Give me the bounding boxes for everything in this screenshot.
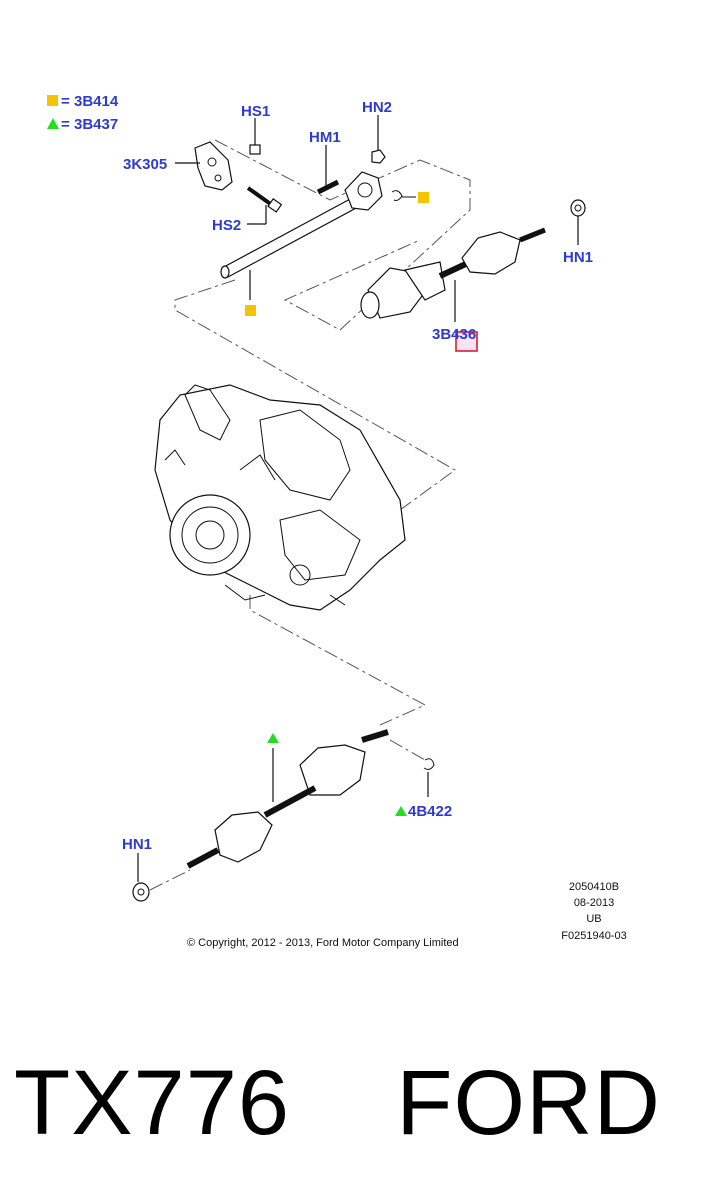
- legend-triangle-code: 3B437: [74, 116, 118, 133]
- nut-hn1-top: [570, 199, 586, 217]
- triangle-marker-4b422: [395, 806, 407, 816]
- copyright-notice: © Copyright, 2012 - 2013, Ford Motor Com…: [187, 937, 459, 949]
- callout-hn1-bottom: HN1: [122, 836, 152, 853]
- linkage-line-left: [174, 279, 456, 511]
- stud-hm1: [316, 179, 340, 195]
- lower-halfshaft: [186, 729, 389, 869]
- legend-equals-1: =: [61, 93, 70, 110]
- legend-equals-2: =: [61, 116, 70, 133]
- highlight-box: [455, 331, 478, 352]
- nut-hn2: [371, 149, 386, 164]
- linkage-line-lower: [249, 595, 427, 726]
- linkage-line-bottom-shaft: [149, 739, 426, 891]
- circlip-lower: [423, 758, 435, 770]
- callout-hs2: HS2: [212, 217, 241, 234]
- upper-halfshaft: [360, 227, 546, 319]
- stamp-line-2: 08-2013: [574, 897, 614, 909]
- parts-diagram: = 3B414 = 3B437: [47, 93, 627, 949]
- callout-3k305: 3K305: [123, 156, 167, 173]
- legend-square-icon: [47, 95, 58, 106]
- triangle-marker-shaft: [267, 733, 279, 743]
- circlip-upper: [391, 190, 416, 201]
- transaxle-housing: [154, 384, 406, 611]
- callout-hn2: HN2: [362, 99, 392, 116]
- bearing-bracket: [194, 141, 233, 191]
- callout-hs1: HS1: [241, 103, 270, 120]
- legend-triangle-icon: [47, 118, 59, 129]
- stamp-line-1: 2050410B: [569, 881, 619, 893]
- bolt-hs2: [246, 186, 283, 213]
- square-marker-circlip: [418, 192, 429, 203]
- stamp-line-4: F0251940-03: [561, 930, 626, 942]
- callout-3b436: 3B436: [432, 326, 476, 343]
- callout-4b422: 4B422: [408, 803, 452, 820]
- linkage-line-upper: [214, 139, 471, 331]
- intermediate-shaft: [220, 171, 383, 279]
- stamp-line-3: UB: [586, 913, 601, 925]
- part-caption: TX776 FORD: [14, 1052, 661, 1154]
- callout-hn1-top: HN1: [563, 249, 593, 266]
- callout-hm1: HM1: [309, 129, 341, 146]
- legend-square-code: 3B414: [74, 93, 119, 110]
- square-marker-shaft: [245, 305, 256, 316]
- nut-hn1-bottom: [132, 882, 150, 902]
